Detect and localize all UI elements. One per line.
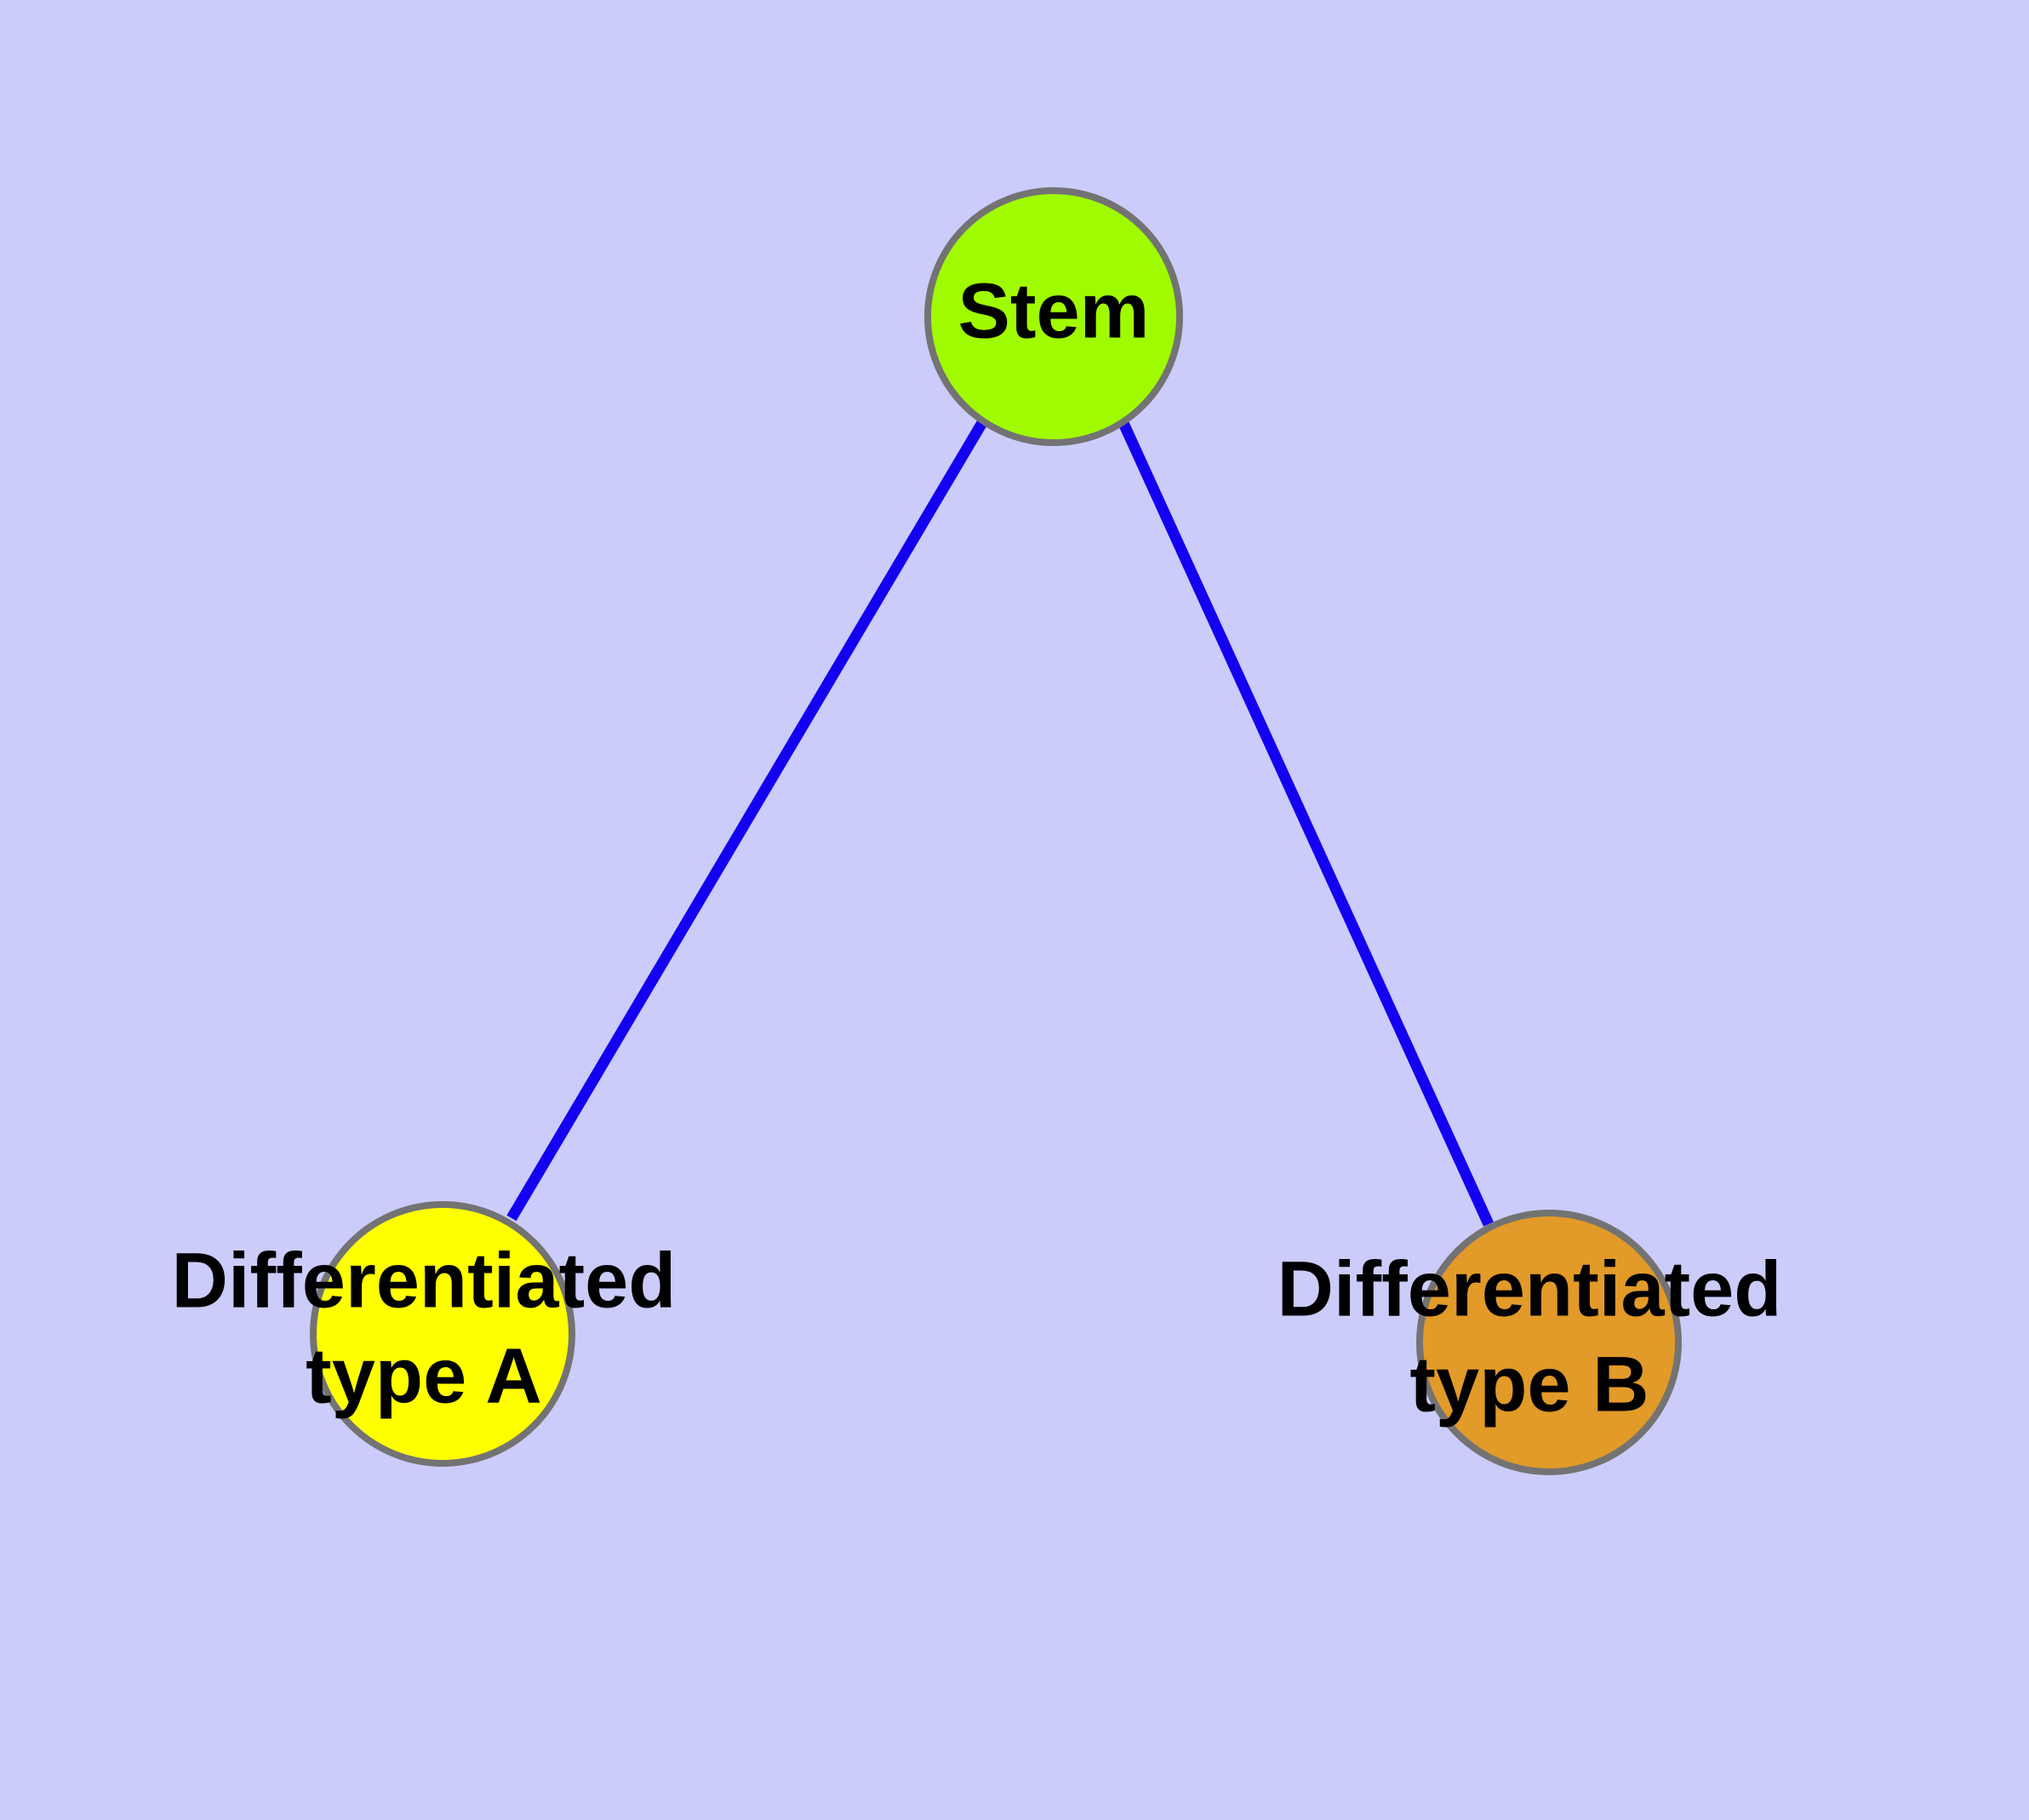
node-stem-label-line1: Stem bbox=[958, 267, 1150, 354]
edge-stem-to-diff-a bbox=[506, 418, 988, 1222]
node-differentiated-type-a[interactable]: Differentiated type A bbox=[172, 1201, 677, 1467]
node-differentiated-type-a-label-line2: type A bbox=[306, 1332, 542, 1419]
node-differentiated-type-b-label-line2: type B bbox=[1409, 1341, 1649, 1428]
edge-stem-to-diff-b bbox=[1118, 421, 1494, 1227]
edge-layer bbox=[506, 418, 1494, 1227]
node-differentiated-type-a-label-line1: Differentiated bbox=[172, 1237, 677, 1324]
node-differentiated-type-b[interactable]: Differentiated type B bbox=[1277, 1210, 1782, 1475]
node-differentiated-type-b-circle[interactable] bbox=[1416, 1210, 1682, 1475]
node-stem-circle[interactable] bbox=[924, 187, 1183, 446]
node-differentiated-type-b-label-line1: Differentiated bbox=[1277, 1245, 1782, 1332]
node-layer: Stem Differentiated type A Differentiate… bbox=[172, 187, 1782, 1475]
node-stem[interactable]: Stem bbox=[924, 187, 1183, 446]
node-differentiated-type-a-circle[interactable] bbox=[310, 1201, 575, 1467]
